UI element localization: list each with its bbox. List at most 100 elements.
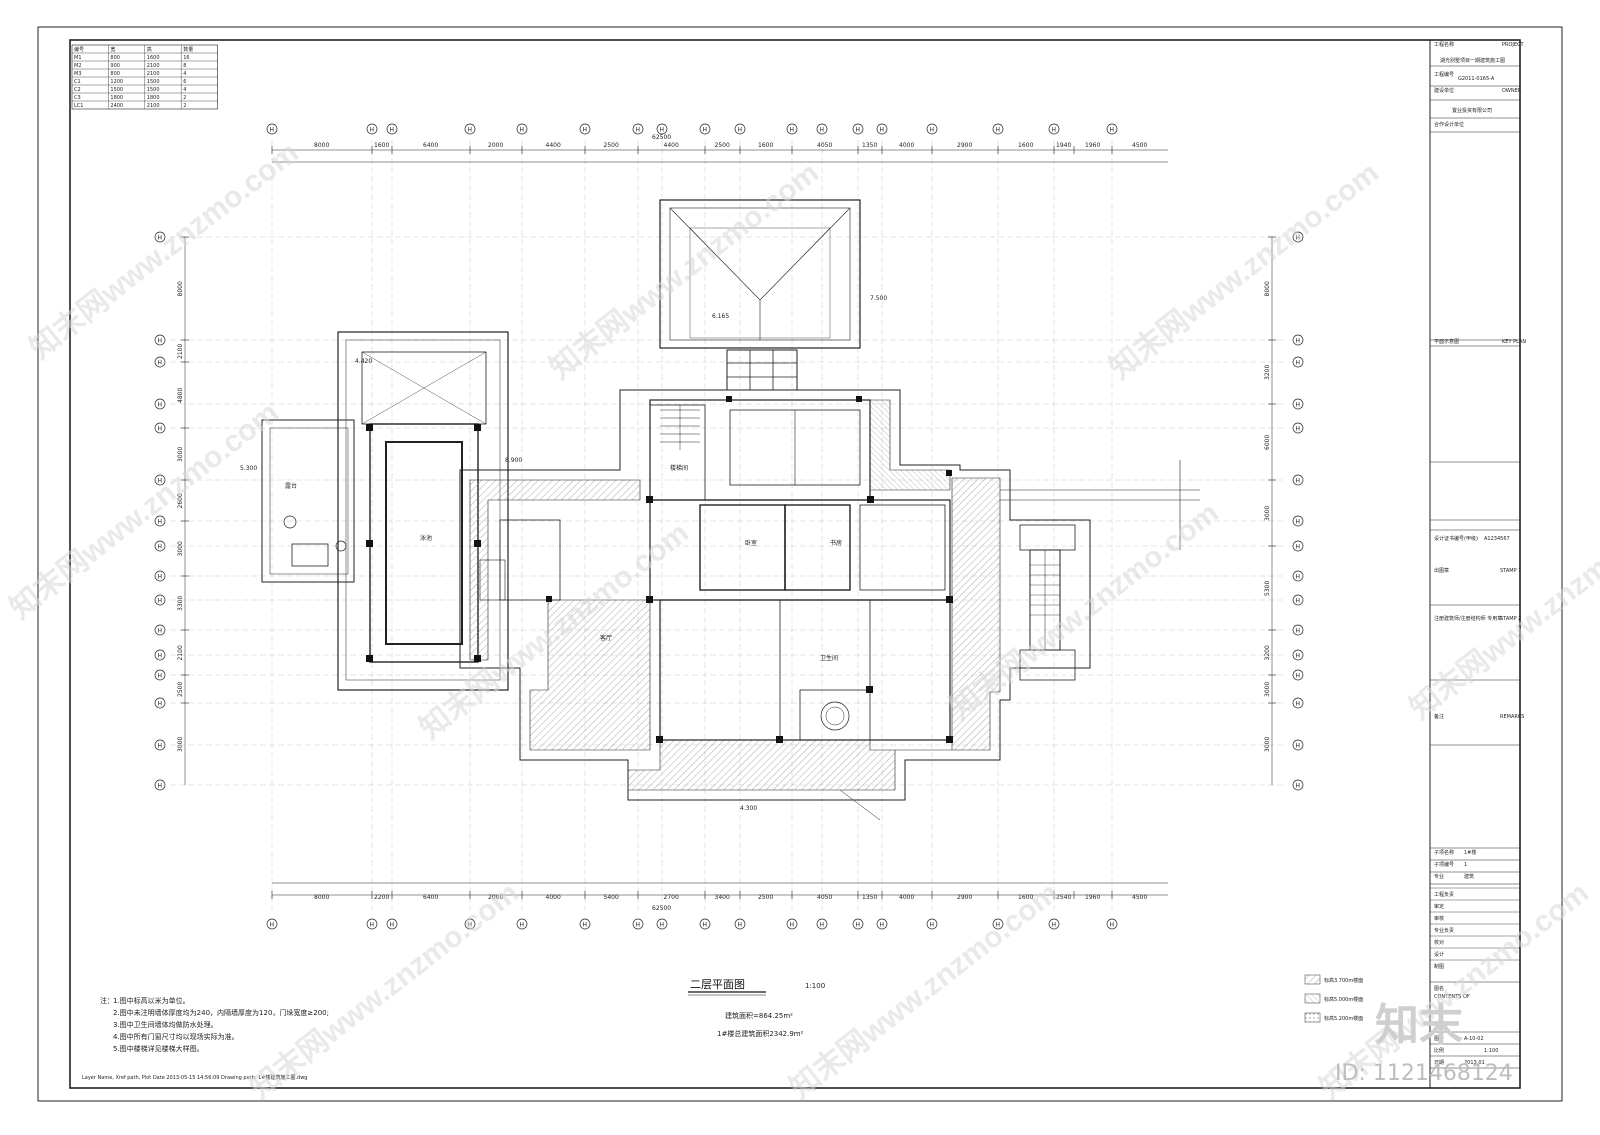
axis-bubble (1292, 334, 1304, 346)
footer-path: Layer Name, Xref path, Plot Date 2013-05… (82, 1074, 307, 1081)
table-header: 高 (147, 46, 152, 53)
axis-bubble-label: H (583, 127, 588, 134)
axis-bubble (816, 918, 828, 930)
stair-north (649, 404, 706, 501)
axis-bubble-label: H (1110, 922, 1115, 929)
title-block-content-label: 图名 (1434, 985, 1444, 992)
floor-plan (261, 199, 1200, 821)
bottom-dimension: 1600 (1018, 894, 1033, 901)
axis-bubble (1106, 918, 1118, 930)
axis-bubble-label: H (790, 127, 795, 134)
axis-bubble (1292, 356, 1304, 368)
axis-bubble-label: H (158, 743, 163, 750)
watermark-3: 知末网www.znzmo.com (1104, 156, 1385, 386)
table-cell: 6 (183, 79, 186, 85)
top-dimension: 1600 (758, 142, 773, 149)
note-line: 1.图中标高以米为单位。 (113, 996, 190, 1005)
table-cell: 1200 (110, 79, 123, 85)
drawing-frame (69, 39, 1521, 1089)
axis-bubble-label: H (158, 628, 163, 635)
title-block-role: 制图 (1434, 963, 1444, 970)
bottom-dimension: 2000 (488, 894, 503, 901)
axis-bubble-label: H (468, 127, 473, 134)
room-label: 卧室 (745, 539, 757, 547)
axis-bubble-label: H (158, 783, 163, 790)
axis-bubble (992, 918, 1004, 930)
bottom-dimension: 1350 (862, 894, 877, 901)
title-block-role: 审核 (1434, 915, 1444, 922)
elevation-mark: 4.420 (355, 358, 372, 365)
axis-bubble (1292, 570, 1304, 582)
legend-item-1: 标高3.700m楼面 (1324, 977, 1363, 984)
axis-bubble-label: H (1296, 519, 1301, 526)
title-block-sub-value: 1#楼 (1464, 849, 1476, 856)
title-block-project-label-en: PROJECT (1502, 42, 1525, 48)
top-dimension: 4400 (664, 142, 679, 149)
sheet-border (37, 26, 1563, 1102)
title-block-date: 2013.01 (1464, 1060, 1485, 1066)
table-cell: C2 (74, 87, 81, 93)
axis-bubble-label: H (158, 360, 163, 367)
axis-bubble (1292, 649, 1304, 661)
axis-bubble (656, 918, 668, 930)
axis-bubble (366, 123, 378, 135)
table-cell: 16 (183, 55, 189, 61)
title-block-remarks-label: 备注 (1434, 713, 1444, 720)
table-cell: 800 (110, 55, 120, 61)
left-dimension: 2600 (177, 493, 184, 508)
bottom-dimension: 8000 (314, 894, 329, 901)
swimming-pool (385, 441, 463, 645)
axis-bubble-label: H (1296, 701, 1301, 708)
axis-bubble (1292, 515, 1304, 527)
axis-bubble-label: H (738, 922, 743, 929)
bottom-dimension: 3400 (715, 894, 730, 901)
title-block-discipline: 建筑 (1464, 873, 1474, 880)
axis-bubble-label: H (996, 127, 1001, 134)
central-rooms (649, 499, 951, 601)
right-dimension: 3200 (1264, 365, 1271, 380)
axis-bubble-label: H (158, 338, 163, 345)
room-label: 露台 (285, 482, 297, 490)
axis-bubble (154, 669, 166, 681)
title-block-date-label: 日期 (1434, 1060, 1444, 1066)
axis-bubble (1292, 779, 1304, 791)
table-cell: 1800 (110, 95, 123, 101)
watermark-layer: 知末网www.znzmo.com 知末网www.znzmo.com 知末网www… (4, 136, 1600, 1106)
axis-bubble-label: H (930, 127, 935, 134)
table-cell: C3 (74, 95, 81, 101)
bottom-dimension: 2500 (758, 894, 773, 901)
axis-bubble (1048, 918, 1060, 930)
note-line: 3.图中卫生间墙体均做防水处理。 (113, 1020, 218, 1029)
table-cell: C1 (74, 79, 81, 85)
title-block-design-label: 合作设计单位 (1434, 121, 1464, 128)
table-cell: 900 (110, 63, 120, 69)
axis-bubble-label: H (158, 653, 163, 660)
note-line: 4.图中所有门窗尺寸均以现场实际为准。 (113, 1032, 239, 1041)
top-dimension: 2900 (957, 142, 972, 149)
axis-bubble (1292, 474, 1304, 486)
axis-bubble (154, 515, 166, 527)
axis-bubble (154, 422, 166, 434)
axis-bubble (1292, 669, 1304, 681)
right-dimension: 5300 (1264, 581, 1271, 596)
elevation-mark: 5.300 (240, 465, 257, 472)
right-dimension: 3000 (1264, 682, 1271, 697)
axis-bubble-label: H (158, 519, 163, 526)
axis-bubble (154, 356, 166, 368)
title-block-plan-en: KEY PLAN (1502, 339, 1526, 345)
axis-bubble (266, 918, 278, 930)
axis-bubble-label: H (856, 922, 861, 929)
top-dimension: 2500 (715, 142, 730, 149)
table-header: 编号 (74, 46, 84, 53)
title-block-project-name: 湖光别墅项目一期建筑施工图 (1440, 57, 1505, 64)
axis-bubble (154, 398, 166, 410)
axis-bubble (852, 918, 864, 930)
axis-bubble-label: H (1296, 235, 1301, 242)
legend-swatch-2 (1304, 993, 1321, 1004)
top-dimension: 4500 (1132, 142, 1147, 149)
note-line: 5.图中楼梯详见楼梯大样图。 (113, 1044, 204, 1053)
axis-bubble-label: H (703, 922, 708, 929)
top-dimension: 1600 (374, 142, 389, 149)
axis-bubble (154, 624, 166, 636)
axis-bubble (1106, 123, 1118, 135)
